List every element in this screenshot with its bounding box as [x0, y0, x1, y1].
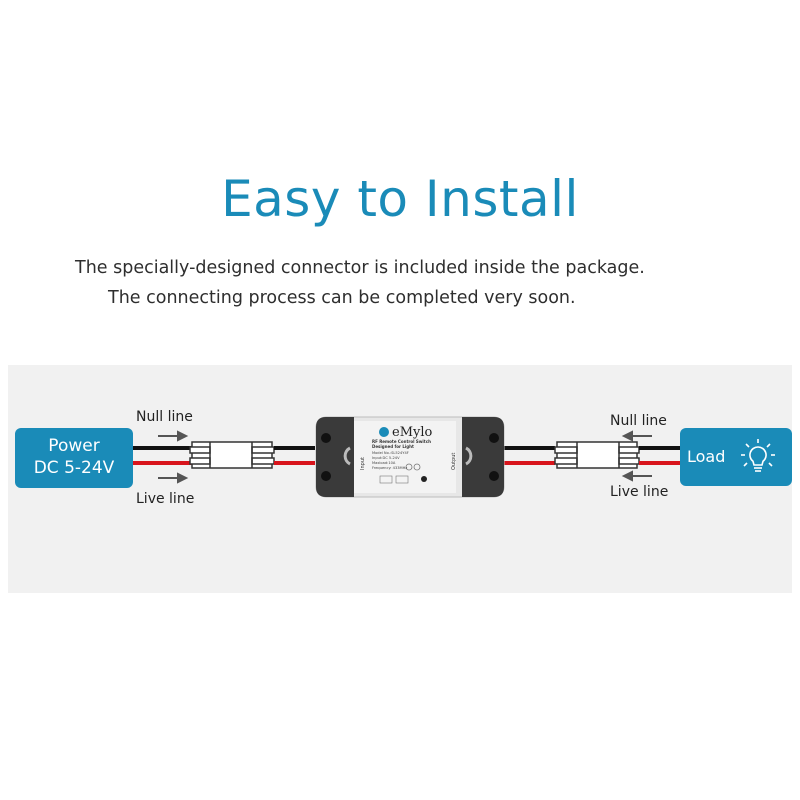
- left-live-line-label: Live line: [136, 491, 195, 507]
- device-line-6: Frequency: 433MHz: [372, 466, 407, 470]
- device-line-1: RF Remote Control Switch: [372, 439, 431, 444]
- right-connector-icon: [554, 441, 640, 469]
- left-arrow-icons: [158, 430, 189, 484]
- emylo-logo-icon: [379, 427, 389, 437]
- left-device-wires: [274, 446, 315, 465]
- page-title: Easy to Install: [221, 170, 579, 228]
- light-bulb-icon: [741, 439, 775, 472]
- load-box: Load: [680, 428, 792, 486]
- device-input-label: Input: [360, 457, 366, 470]
- subtitle-line-2: The connecting process can be completed …: [108, 288, 576, 308]
- right-output-wires: [639, 446, 680, 465]
- load-label: Load: [687, 447, 726, 466]
- device-line-4: Input:DC 5-24V: [372, 456, 400, 460]
- left-null-line-label: Null line: [136, 409, 193, 425]
- device-brand: eMylo: [392, 425, 433, 440]
- left-connector-icon: [189, 441, 275, 469]
- power-label: Power: [48, 436, 100, 456]
- device-line-5: Maxload:10A: [372, 461, 396, 465]
- right-arrow-icons: [621, 430, 652, 482]
- power-voltage-label: DC 5-24V: [33, 458, 115, 478]
- device-output-label: Output: [451, 453, 457, 470]
- subtitle-line-1: The specially-designed connector is incl…: [75, 258, 645, 278]
- right-device-wires: [502, 446, 555, 465]
- device-line-3: Model No.:SL524Y4F: [372, 451, 409, 455]
- power-source-box: Power DC 5-24V: [15, 428, 133, 488]
- device-line-2: Designed for Light: [372, 444, 414, 449]
- right-null-line-label: Null line: [610, 413, 667, 429]
- left-input-wires: [133, 446, 195, 465]
- switch-device: [315, 416, 505, 498]
- right-live-line-label: Live line: [610, 484, 669, 500]
